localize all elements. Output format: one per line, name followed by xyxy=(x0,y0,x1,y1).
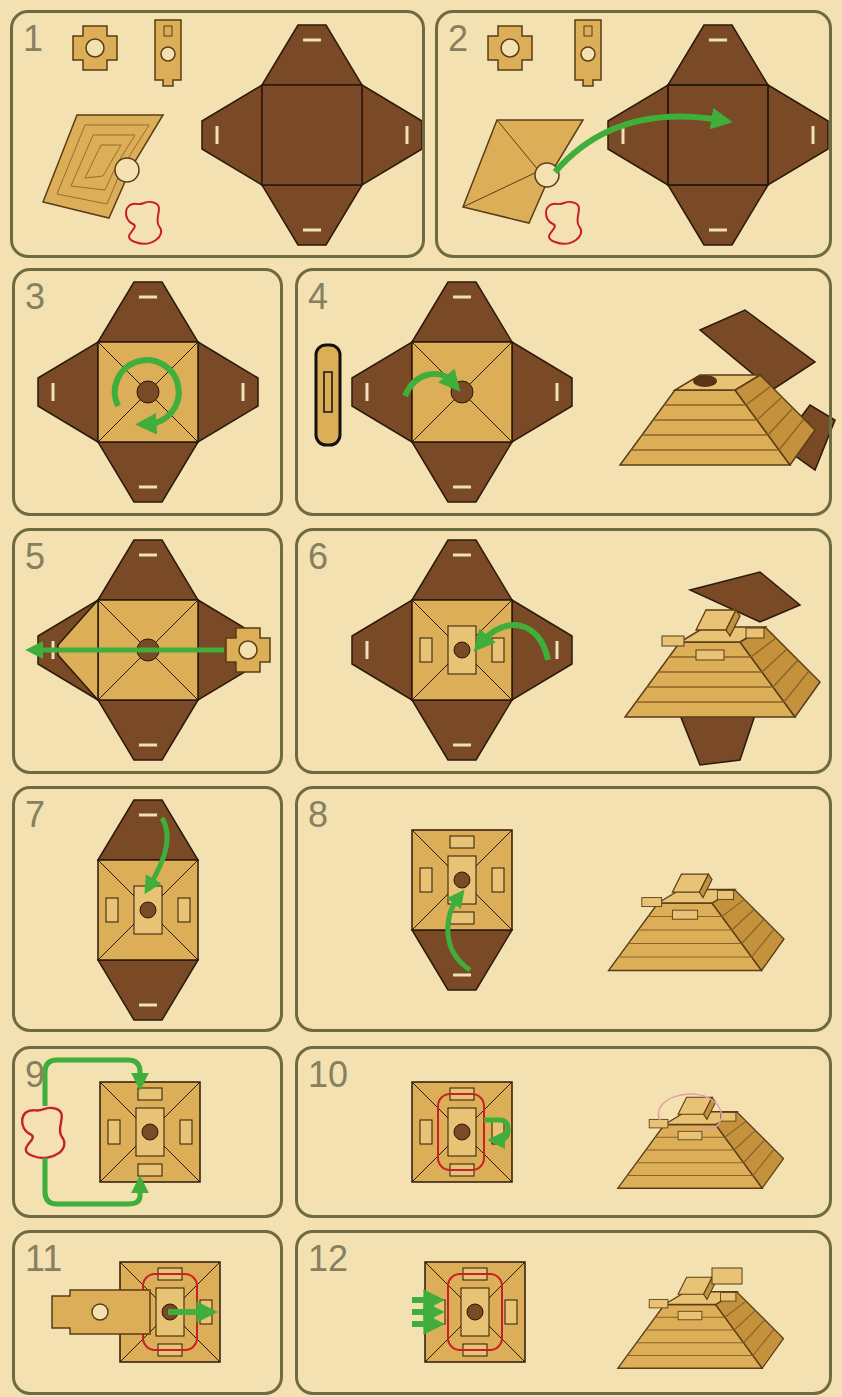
striped-square xyxy=(412,600,512,700)
step-ten xyxy=(412,1082,784,1188)
pyramid-body xyxy=(618,1292,784,1369)
step-number: 6 xyxy=(298,531,328,575)
hook-arrow xyxy=(484,1120,508,1140)
post-piece xyxy=(52,1290,150,1334)
step-number: 1 xyxy=(13,13,43,57)
fold-square xyxy=(668,85,768,185)
step-eight xyxy=(412,830,784,990)
pyramid-net xyxy=(38,282,258,502)
step-panel: 5 xyxy=(12,528,283,774)
turn-arrow xyxy=(115,360,179,424)
pyramid-top-view xyxy=(412,830,512,930)
step-nine xyxy=(22,1060,200,1204)
fold-arrow xyxy=(150,818,167,885)
pyramid-net xyxy=(352,282,572,502)
step-number: 10 xyxy=(298,1049,348,1093)
push-arrows xyxy=(412,1300,432,1324)
push-arrow xyxy=(168,1309,205,1315)
step-seven xyxy=(98,800,198,1020)
rubber-band xyxy=(438,1094,484,1170)
step-panel: 9 xyxy=(12,1046,283,1218)
stretch-arrow xyxy=(45,1158,140,1204)
brown-flap xyxy=(412,930,512,990)
fold-arrow xyxy=(405,374,452,396)
step-one-parts xyxy=(43,20,422,245)
side-view-slot xyxy=(324,372,332,412)
step-panel: 4 xyxy=(295,268,832,516)
pyramid-top-view xyxy=(100,1082,200,1182)
brown-flap xyxy=(98,800,198,860)
step-five xyxy=(36,540,270,760)
fold-arrow xyxy=(448,898,470,970)
pyramid-body xyxy=(618,1112,784,1189)
step-six xyxy=(352,540,820,765)
post-piece xyxy=(575,20,601,86)
ring-piece xyxy=(226,628,270,672)
step-panel: 11 xyxy=(12,1230,283,1395)
step-number: 3 xyxy=(15,271,45,315)
rubber-band xyxy=(658,1094,721,1129)
step-number: 2 xyxy=(438,13,468,57)
flat-panel xyxy=(463,120,583,223)
ring-piece xyxy=(73,26,117,70)
stretch-arrow xyxy=(45,1060,140,1106)
inner-parts xyxy=(106,886,190,934)
step-twelve xyxy=(412,1262,784,1368)
step-number: 7 xyxy=(15,789,45,833)
pyramid-top xyxy=(642,874,734,919)
step-panel: 8 xyxy=(295,786,832,1032)
pyramid-body xyxy=(625,627,820,717)
striped-square xyxy=(98,342,198,442)
pyramid-body xyxy=(620,375,815,465)
step-panel: 10 xyxy=(295,1046,832,1218)
step-number: 9 xyxy=(15,1049,45,1093)
pyramid-net xyxy=(608,25,828,245)
brown-flap xyxy=(98,960,198,1020)
rubber-band xyxy=(546,202,581,244)
pyramid-net xyxy=(352,540,572,760)
step-number: 5 xyxy=(15,531,45,575)
post-in-place xyxy=(712,1268,742,1284)
pyramid-body xyxy=(609,890,785,971)
post-piece xyxy=(155,20,181,86)
step-number: 11 xyxy=(15,1233,62,1277)
rubber-band xyxy=(448,1274,502,1350)
fold-arrow xyxy=(482,625,548,660)
side-view-piece xyxy=(316,345,340,445)
step-two-parts xyxy=(463,20,828,245)
pyramid-top-view xyxy=(412,1082,512,1182)
slide-arrow xyxy=(36,648,224,653)
step-eleven xyxy=(52,1262,220,1362)
step-four xyxy=(316,282,835,502)
step-three xyxy=(38,282,258,502)
step-number: 4 xyxy=(298,271,328,315)
pyramid-top-view xyxy=(425,1262,525,1362)
rubber-band xyxy=(126,202,161,244)
step-panel: 3 xyxy=(12,268,283,516)
step-panel: 12 xyxy=(295,1230,832,1395)
step-panel: 2 xyxy=(435,10,832,258)
move-arrow xyxy=(555,117,720,172)
striped-square xyxy=(412,342,512,442)
striped-square xyxy=(98,860,198,960)
step-panel: 1 xyxy=(10,10,425,258)
step-panel: 6 xyxy=(295,528,832,774)
step-number: 8 xyxy=(298,789,328,833)
pyramid-net xyxy=(202,25,422,245)
step-panel: 7 xyxy=(12,786,283,1032)
top-hole xyxy=(693,375,717,387)
ring-piece xyxy=(488,26,532,70)
step-number: 12 xyxy=(298,1233,348,1277)
post-hole xyxy=(92,1304,108,1320)
pyramid-top xyxy=(662,610,764,660)
rubber-band xyxy=(22,1108,64,1158)
